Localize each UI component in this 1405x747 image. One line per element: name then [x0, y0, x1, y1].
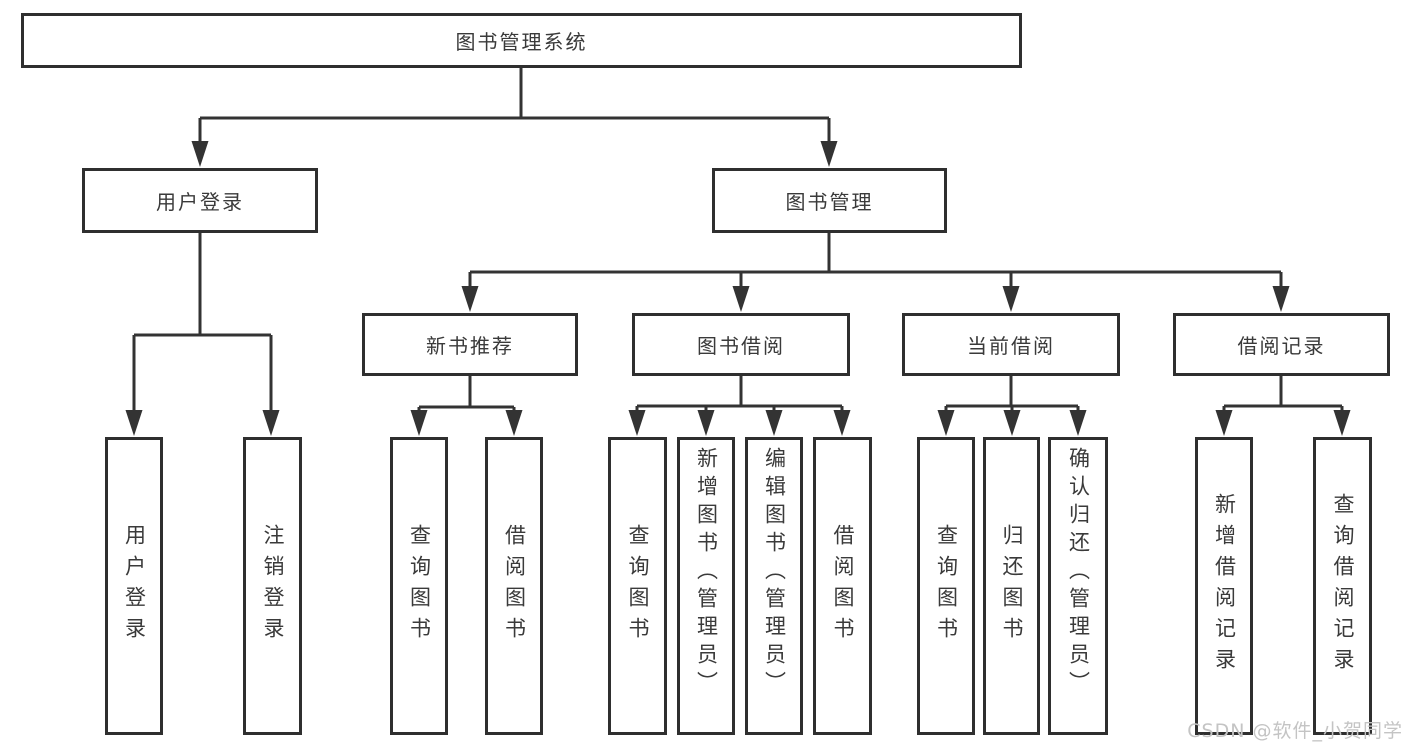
- csdn-watermark: CSDN @软件_小贺同学: [1187, 720, 1403, 742]
- node-label: 确认归还（管理员）: [1066, 447, 1091, 699]
- node-label: 图书借阅: [697, 334, 785, 358]
- node-user-login: 用户登录: [82, 168, 318, 233]
- leaf-borrow-add-books: 新增图书（管理员）: [677, 437, 735, 735]
- node-current-borrow: 当前借阅: [902, 313, 1120, 376]
- node-label: 查询图书: [934, 524, 959, 648]
- leaf-current-query-books: 查询图书: [917, 437, 975, 735]
- node-new-book-recommend: 新书推荐: [362, 313, 578, 376]
- node-label: 查询图书: [626, 524, 650, 648]
- node-label: 借阅图书: [502, 524, 527, 648]
- leaf-borrow-query-books: 查询图书: [608, 437, 667, 735]
- node-label: 图书管理: [785, 190, 874, 214]
- leaf-records-add-record: 新增借阅记录: [1195, 437, 1253, 735]
- node-label: 新增借阅记录: [1212, 493, 1237, 679]
- leaf-newbook-query-books: 查询图书: [390, 437, 448, 735]
- leaf-user-login: 用户登录: [105, 437, 163, 735]
- node-label: 编辑图书（管理员）: [762, 447, 787, 699]
- leaf-current-confirm-return: 确认归还（管理员）: [1048, 437, 1108, 735]
- node-label: 查询借阅记录: [1331, 493, 1355, 679]
- leaf-borrow-edit-books: 编辑图书（管理员）: [745, 437, 803, 735]
- node-label: 新增图书（管理员）: [694, 447, 719, 699]
- node-label: 新书推荐: [426, 334, 514, 358]
- leaf-logout: 注销登录: [243, 437, 302, 735]
- node-label: 借阅图书: [831, 524, 855, 648]
- node-library-system: 图书管理系统: [21, 13, 1022, 68]
- node-label: 借阅记录: [1237, 334, 1326, 358]
- node-label: 归还图书: [1000, 524, 1024, 648]
- node-label: 用户登录: [122, 524, 147, 648]
- leaf-newbook-borrow-books: 借阅图书: [485, 437, 543, 735]
- leaf-borrow-borrow-books: 借阅图书: [813, 437, 872, 735]
- leaf-current-return-books: 归还图书: [983, 437, 1040, 735]
- node-book-borrow: 图书借阅: [632, 313, 850, 376]
- leaf-records-query-record: 查询借阅记录: [1313, 437, 1372, 735]
- node-label: 注销登录: [261, 524, 285, 648]
- node-borrow-records: 借阅记录: [1173, 313, 1390, 376]
- node-label: 当前借阅: [967, 334, 1055, 358]
- node-label: 用户登录: [156, 190, 244, 214]
- node-book-management: 图书管理: [712, 168, 947, 233]
- node-label: 查询图书: [407, 524, 432, 648]
- node-label: 图书管理系统: [455, 30, 588, 54]
